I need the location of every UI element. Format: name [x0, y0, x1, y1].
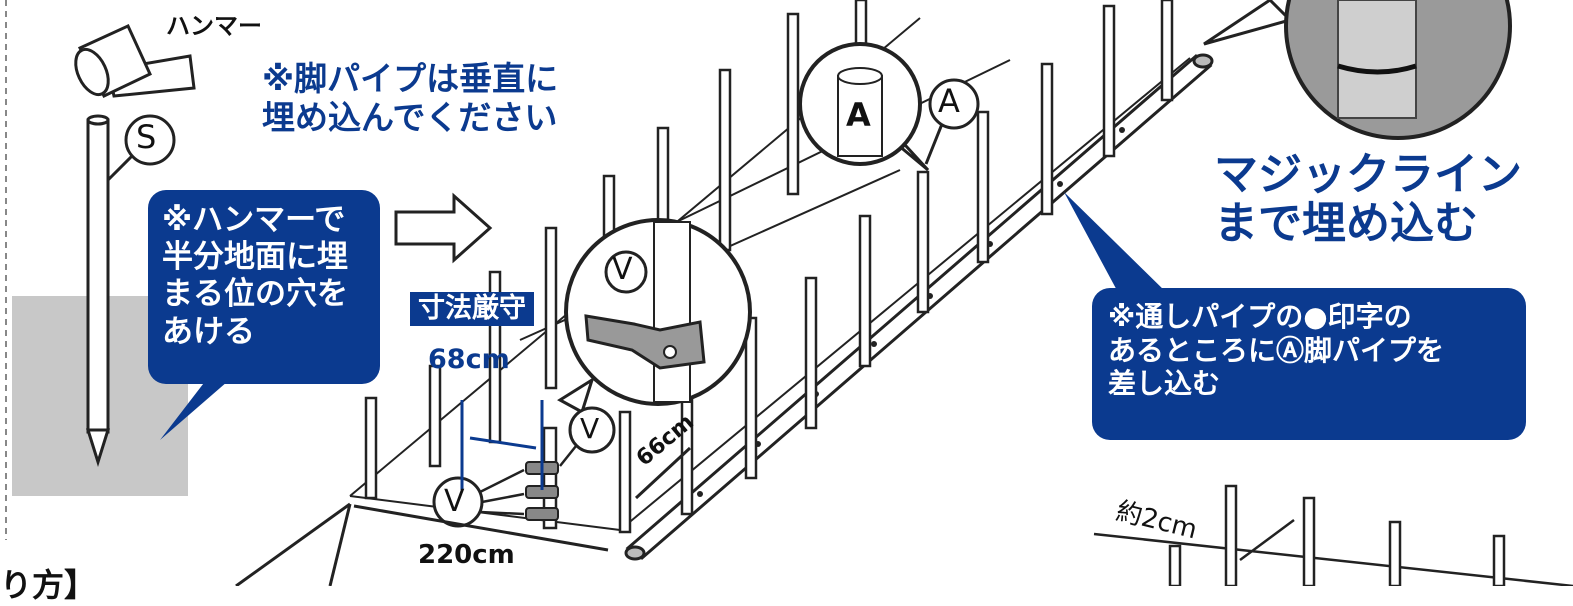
- mark-a-magnified: A: [846, 96, 871, 134]
- through-pipe-pointer: [1064, 192, 1170, 296]
- dimension-68-label: 68cm: [428, 344, 510, 375]
- dimension-66: [634, 446, 692, 500]
- mark-v-lower: V: [444, 484, 465, 519]
- magic-line-notice: マジックライン まで埋め込む: [1214, 149, 1522, 250]
- v-arrows: [479, 445, 577, 516]
- step-arrow-icon: [394, 192, 493, 264]
- dimension-68: [460, 400, 544, 490]
- dimension-220: [353, 504, 609, 552]
- mark-s: S: [136, 118, 157, 156]
- mark-v: V: [580, 412, 600, 445]
- pipe-dots: [697, 127, 1125, 497]
- vertical-notice: ※脚パイプは垂直に 埋め込んでください: [262, 59, 559, 137]
- pipe-a-magnifier: [798, 42, 980, 172]
- clamp-magnifier: [557, 218, 752, 415]
- hammer-label: ハンマー: [166, 12, 262, 40]
- dimension-220-label: 220cm: [418, 540, 515, 570]
- section-title-partial: り方】: [0, 566, 97, 604]
- clamps: [525, 461, 559, 521]
- diagram-canvas: [5, 0, 1573, 586]
- stake-pipe: [85, 114, 111, 468]
- second-frame: [1093, 484, 1573, 586]
- v-circles: [432, 406, 616, 528]
- ground-photo-magnifier: [1203, 0, 1512, 140]
- mark-a: A: [938, 82, 960, 120]
- dimension-strict-label: 寸法厳守: [410, 292, 534, 326]
- hammer-icon: [74, 24, 196, 98]
- hammer-instruction-box: ※ハンマーで 半分地面に埋 まる位の穴を あける: [148, 190, 380, 384]
- bottom-lines: [235, 502, 352, 586]
- label-s-circle: [106, 114, 176, 182]
- through-pipe-instruction-box: ※通しパイプの●印字の あるところにⒶ脚パイプを 差し込む: [1092, 288, 1526, 440]
- mark-v-magnified: V: [612, 252, 633, 287]
